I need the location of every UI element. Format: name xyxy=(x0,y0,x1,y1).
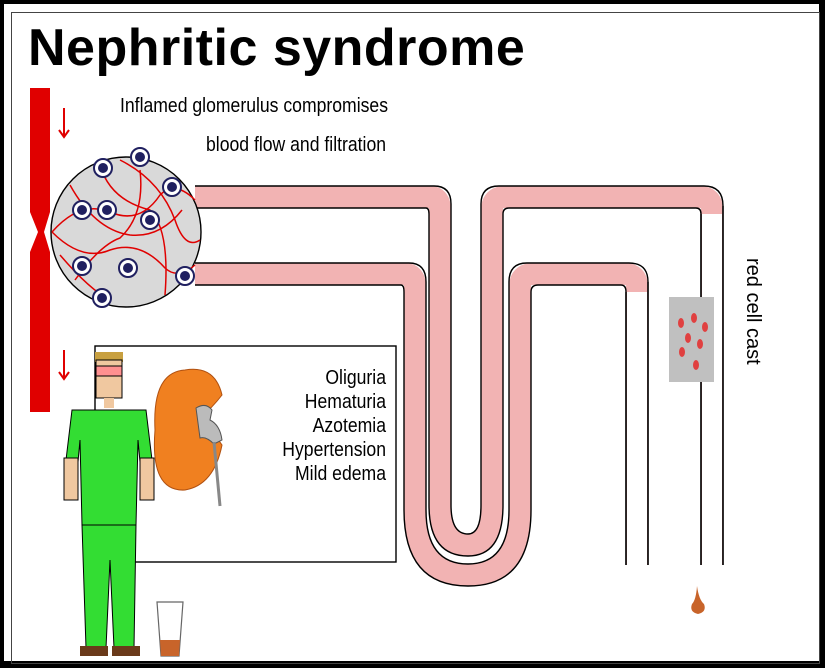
symptom-item: Hematuria xyxy=(254,390,386,414)
red-cell-cast xyxy=(669,297,714,382)
symptom-item: Azotemia xyxy=(254,414,386,438)
caption-line-1: Inflamed glomerulus compromises xyxy=(120,94,388,118)
specimen-cup-icon xyxy=(157,602,183,656)
symptom-item: Oliguria xyxy=(254,366,386,390)
symptom-item: Hypertension xyxy=(254,438,386,462)
symptom-list: Oliguria Hematuria Azotemia Hypertension… xyxy=(236,366,386,486)
symptom-item: Mild edema xyxy=(254,462,386,486)
glomerulus xyxy=(51,148,201,307)
collecting-duct-lumen xyxy=(626,206,723,565)
cast-label: red cell cast xyxy=(742,258,766,428)
urine-drop-icon xyxy=(691,586,705,614)
caption-line-2: blood flow and filtration xyxy=(206,133,386,157)
cast-label-text: red cell cast xyxy=(741,258,764,365)
page-title: Nephritic syndrome xyxy=(28,20,525,76)
